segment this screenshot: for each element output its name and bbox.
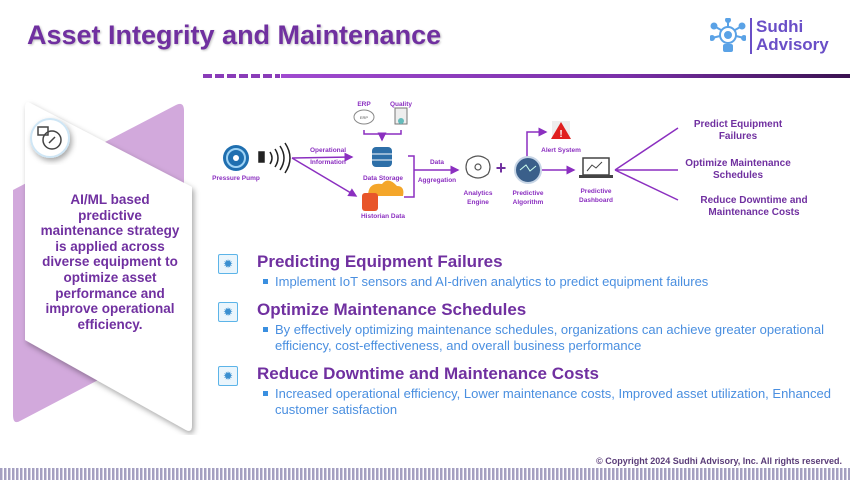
alert-warning-icon: ! bbox=[551, 121, 571, 140]
section-heading: Reduce Downtime and Maintenance Costs bbox=[257, 364, 599, 383]
label-data: Data bbox=[430, 159, 444, 166]
section-heading: Optimize Maintenance Schedules bbox=[257, 300, 527, 319]
outcome-3b: Maintenance Costs bbox=[708, 207, 800, 218]
label-quality: Quality bbox=[390, 101, 412, 108]
svg-text:ERP: ERP bbox=[360, 115, 369, 120]
label-information: Information bbox=[310, 159, 346, 166]
dashboard-laptop-icon bbox=[579, 157, 613, 178]
outcome-2b: Schedules bbox=[713, 170, 763, 181]
pressure-pump-icon bbox=[223, 145, 249, 171]
outcome-3: Reduce Downtime and bbox=[700, 195, 807, 206]
copyright: © Copyright 2024 Sudhi Advisory, Inc. Al… bbox=[596, 456, 842, 466]
label-predictive-dash: Predictive bbox=[580, 188, 611, 195]
label-dashboard: Dashboard bbox=[579, 197, 613, 204]
label-operational: Operational bbox=[310, 147, 346, 154]
left-panel-shape bbox=[13, 102, 192, 431]
left-panel-text: AI/ML based predictive maintenance strat… bbox=[40, 192, 180, 332]
outcome-1b: Failures bbox=[719, 131, 758, 142]
title-divider-line bbox=[281, 74, 850, 78]
section-bullet: Increased operational efficiency, Lower … bbox=[263, 386, 833, 418]
footer-pattern bbox=[0, 468, 850, 480]
label-algorithm: Algorithm bbox=[513, 199, 544, 206]
analytics-engine-icon bbox=[465, 155, 491, 179]
plus-sign: + bbox=[496, 158, 507, 178]
lightbulb-icon: ✹ bbox=[218, 254, 238, 274]
section-bullet: Implement IoT sensors and AI-driven anal… bbox=[263, 274, 833, 290]
predictive-algorithm-icon bbox=[514, 156, 542, 184]
label-erp: ERP bbox=[357, 101, 371, 108]
label-predictive: Predictive bbox=[512, 190, 543, 197]
svg-text:!: ! bbox=[559, 129, 562, 140]
outcome-1: Predict Equipment bbox=[694, 119, 783, 130]
label-pressure-pump: Pressure Pump bbox=[212, 175, 260, 182]
label-engine: Engine bbox=[467, 199, 489, 206]
label-historian: Historian Data bbox=[361, 213, 405, 220]
lightbulb-network-icon bbox=[710, 18, 746, 52]
process-diagram: ERP + ! Pressure Pump Operational Inform… bbox=[212, 101, 807, 220]
data-storage-icon bbox=[372, 147, 392, 167]
lightbulb-icon: ✹ bbox=[218, 366, 238, 386]
label-analytics: Analytics bbox=[464, 190, 493, 197]
quality-document-icon bbox=[394, 107, 408, 125]
lightbulb-icon: ✹ bbox=[218, 302, 238, 322]
title-divider-dashes bbox=[203, 74, 280, 78]
label-data-storage: Data Storage bbox=[363, 175, 403, 182]
page-title: Asset Integrity and Maintenance bbox=[27, 20, 442, 50]
label-aggregation: Aggregation bbox=[418, 177, 456, 184]
label-alert-system: Alert System bbox=[541, 147, 581, 154]
section-bullet: By effectively optimizing maintenance sc… bbox=[263, 322, 833, 354]
wireless-signal-icon bbox=[258, 142, 291, 174]
section-heading: Predicting Equipment Failures bbox=[257, 252, 503, 271]
erp-cloud-icon: ERP bbox=[353, 109, 375, 125]
historian-data-icon bbox=[362, 180, 404, 211]
gear-wrench-icon bbox=[37, 126, 62, 150]
outcome-2: Optimize Maintenance bbox=[685, 158, 791, 169]
